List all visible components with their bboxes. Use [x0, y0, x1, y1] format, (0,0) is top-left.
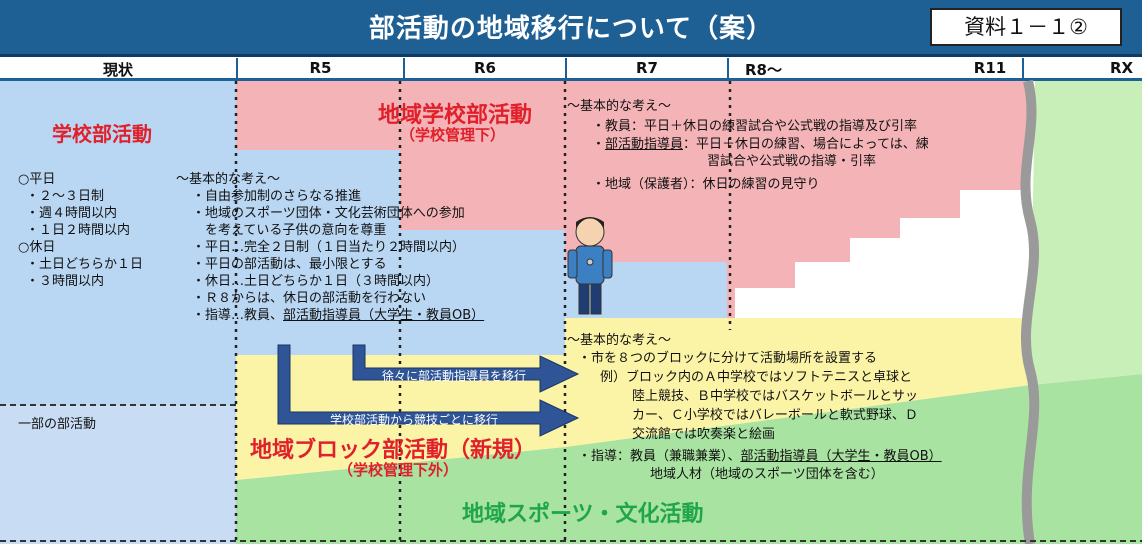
community-school-club-title: 地域学校部活動	[378, 103, 533, 128]
instructor-label: 部活動指導員	[605, 137, 684, 152]
policy-item: ・休日…土日どちらか１日（３時間以内）	[192, 274, 440, 289]
block-policy-line: カー、Ｃ小学校ではバレーボールと軟式野球、Ｄ	[632, 408, 918, 423]
header-current: 現状	[102, 61, 133, 79]
header-r5: R5	[309, 59, 332, 77]
weekday-item: ・１日２時間以内	[26, 223, 131, 238]
header-divider	[236, 58, 238, 80]
header-divider	[1022, 58, 1024, 80]
block-guidance-line-2: 地域人材（地域のスポーツ団体を含む）	[650, 467, 884, 482]
policy-heading: ～基本的な考え～	[567, 333, 672, 348]
arrow-upper-label: 徐々に部活動指導員を移行	[382, 369, 527, 383]
weekday-item: ・２～３日制	[26, 189, 105, 204]
arrow-lower	[277, 344, 580, 437]
policy-heading: ～基本的な考え～	[176, 172, 281, 187]
weekday-item: ・週４時間以内	[26, 206, 118, 221]
block-policy-line: 交流館では吹奏楽と絵画	[632, 427, 776, 442]
partial-club-label: 一部の部活動	[18, 417, 97, 432]
header-r7: R7	[636, 59, 658, 77]
partial-club-region	[0, 405, 236, 544]
document-number-badge: 資料１－１②	[930, 8, 1122, 46]
wavy-divider	[1020, 79, 1040, 544]
block-guidance-instructor: 部活動指導員（大学生・教員OB）	[740, 449, 942, 464]
community-block-club-subtitle: （学校管理下外）	[338, 461, 459, 479]
policy-item: ・自由参加制のさらなる推進	[192, 189, 362, 204]
block-club-region	[236, 318, 1030, 480]
community-sports-culture-title: 地域スポーツ・文化活動	[462, 502, 704, 527]
community-role: ・地域（保護者）：休日の練習の見守り	[592, 177, 820, 192]
instructor-role: ・部活動指導員：平日＋休日の練習、場合によっては、練	[592, 137, 929, 152]
holiday-item: ・３時間以内	[26, 274, 105, 289]
policy-item: ・平日…完全２日制（１日当たり２時間以内）	[192, 240, 466, 255]
school-club-title: 学校部活動	[52, 122, 152, 146]
holiday-item: ・土日どちらか１日	[26, 257, 144, 272]
instructor-text-continued: 習試合や公式戦の指導・引率	[707, 154, 877, 169]
header-r11: R11	[973, 59, 1007, 77]
policy-item: ・Ｒ８からは、休日の部活動を行わない	[192, 291, 427, 306]
guidance-instructor: 部活動指導員（大学生・教員OB）	[283, 308, 485, 323]
header-divider	[403, 58, 405, 80]
arrow-lower-label: 学校部活動から競技ごとに移行	[330, 413, 499, 427]
teacher-role: ・教員：平日＋休日の練習試合や公式戦の指導及び引率	[592, 119, 918, 134]
policy-item: を考えている子供の意向を尊重	[192, 223, 387, 238]
timeline-header	[0, 57, 1142, 81]
community-school-club-subtitle: （学校管理下）	[400, 126, 506, 144]
block-policy-line: 例）ブロック内のＡ中学校ではソフトテニスと卓球と	[600, 370, 913, 385]
holiday-heading: ○休日	[18, 240, 56, 255]
block-guidance-prefix: ・指導：教員（兼職兼業）、	[578, 449, 741, 464]
weekday-heading: ○平日	[18, 172, 56, 187]
guidance-line: ・指導…教員、部活動指導員（大学生・教員OB）	[192, 307, 484, 324]
header-r8: R8～	[745, 61, 782, 79]
policy-item: ・平日の部活動は、最小限とする	[192, 257, 387, 272]
arrow-upper	[352, 344, 580, 393]
community-block-club-title: 地域ブロック部活動（新規）	[250, 438, 537, 463]
block-guidance-line: ・指導：教員（兼職兼業）、部活動指導員（大学生・教員OB）	[578, 448, 942, 465]
policy-item: ・地域のスポーツ団体・文化芸術団体への参加	[192, 206, 465, 221]
person-with-whistle-icon	[567, 217, 613, 315]
page-title: 部活動の地域移行について（案）	[368, 14, 774, 44]
community-school-club-region	[236, 81, 1030, 318]
header-divider	[565, 58, 567, 80]
block-policy-line: 陸上競技、Ｂ中学校ではバスケットボールとサッ	[632, 389, 919, 404]
sports-culture-future-region	[1030, 81, 1142, 385]
policy-heading: ～基本的な考え～	[567, 99, 672, 114]
block-policy-line: ・市を８つのブロックに分けて活動場所を設置する	[578, 351, 878, 366]
guidance-prefix: ・指導…教員、	[192, 308, 284, 323]
sports-culture-region	[236, 374, 1142, 544]
header-rx: RX	[1110, 59, 1134, 77]
header-r6: R6	[474, 59, 496, 77]
header-divider	[727, 58, 729, 80]
instructor-text: ：平日＋休日の練習、場合によっては、練	[683, 137, 929, 152]
